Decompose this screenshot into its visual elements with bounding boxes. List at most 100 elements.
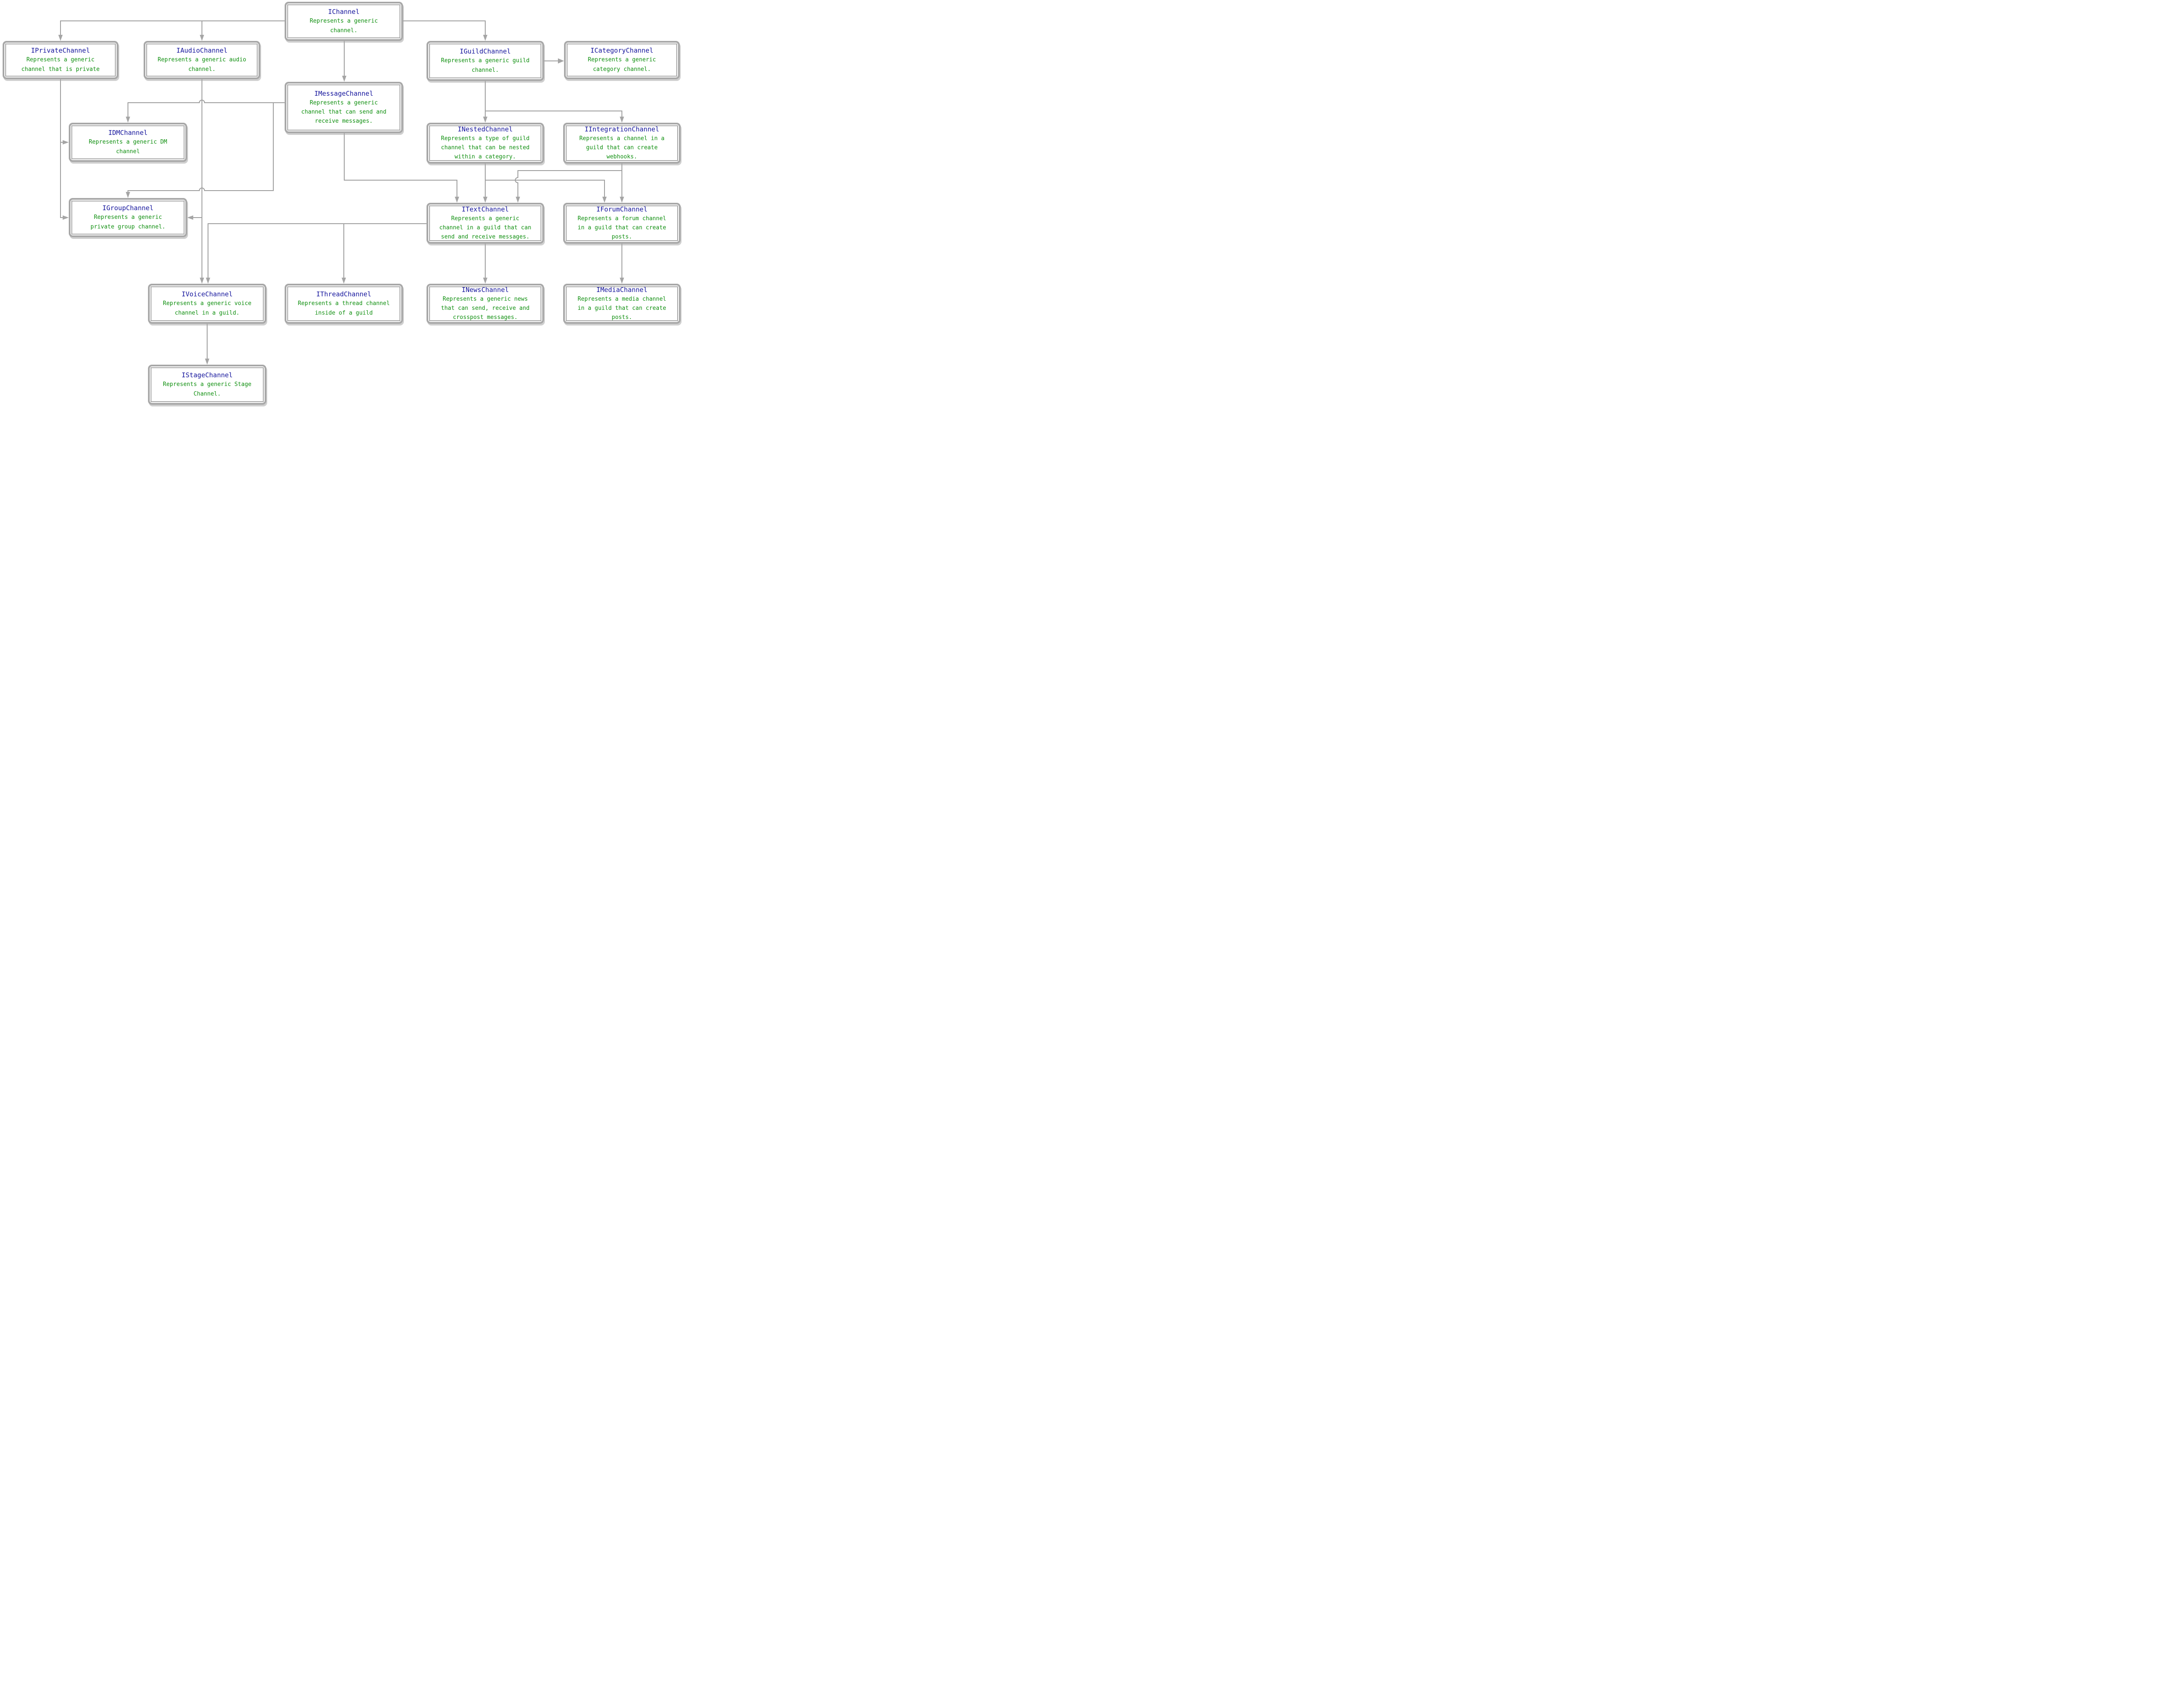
node-igroupchannel: IGroupChannel Represents a generic priva… [69, 198, 187, 237]
node-title: ICategoryChannel [590, 47, 654, 55]
node-description: Represents a generic channel in a guild … [439, 215, 531, 241]
node-description: Represents a generic channel that is pri… [21, 57, 100, 73]
node-description: Represents a generic guild channel. [441, 57, 530, 74]
arrowhead-idmchannel-left [63, 140, 69, 144]
node-title: IForumChannel [596, 205, 648, 213]
node-iforumchannel: IForumChannel Represents a forum channel… [563, 203, 681, 244]
interface-hierarchy-diagram: IChannel Represents a generic channel. I… [0, 0, 682, 406]
node-ichannel-body: IChannel Represents a generic channel. [287, 4, 400, 38]
node-title: IIntegrationChannel [584, 125, 659, 133]
node-title: INestedChannel [457, 125, 513, 133]
node-icategorychannel-body: ICategoryChannel Represents a generic ca… [567, 44, 677, 77]
node-ichannel: IChannel Represents a generic channel. [285, 2, 403, 41]
arrowhead-itextchannel-3 [516, 197, 520, 203]
arrowhead-iintegrationchannel [620, 117, 624, 123]
node-imessagechannel-body: IMessageChannel Represents a generic cha… [287, 84, 400, 131]
node-istagechannel: IStageChannel Represents a generic Stage… [148, 365, 266, 405]
node-imessagechannel: IMessageChannel Represents a generic cha… [285, 82, 403, 133]
node-ithreadchannel-body: IThreadChannel Represents a thread chann… [287, 286, 400, 321]
node-title: IStageChannel [181, 371, 233, 379]
arrowhead-iguildchannel [483, 35, 487, 41]
edge-inestedchannel-iforumchannel [485, 180, 605, 197]
node-iprivatechannel: IPrivateChannel Represents a generic cha… [3, 41, 118, 79]
node-iprivatechannel-body: IPrivateChannel Represents a generic cha… [5, 44, 116, 77]
node-description: Represents a generic private group chann… [90, 214, 166, 230]
node-idmchannel-body: IDMChannel Represents a generic DM chann… [71, 125, 185, 159]
node-istagechannel-body: IStageChannel Represents a generic Stage… [151, 367, 264, 402]
node-description: Represents a thread channel inside of a … [298, 300, 390, 316]
edge-iprivatechannel-idmchannel [60, 79, 63, 143]
edge-iprivatechannel-igroupchannel [60, 142, 63, 218]
node-description: Represents a generic news that can send,… [441, 295, 530, 321]
arrowhead-imessagechannel [342, 76, 346, 82]
edge-ichannel-iprivatechannel [60, 20, 285, 35]
arrowhead-istagechannel [205, 359, 209, 365]
node-description: Represents a channel in a guild that can… [579, 135, 665, 161]
node-inestedchannel-body: INestedChannel Represents a type of guil… [429, 125, 541, 161]
node-ivoicechannel: IVoiceChannel Represents a generic voice… [148, 284, 266, 324]
node-description: Represents a generic Stage Channel. [163, 381, 252, 397]
node-title: IAudioChannel [176, 47, 228, 55]
node-iforumchannel-body: IForumChannel Represents a forum channel… [566, 205, 678, 241]
node-ithreadchannel: IThreadChannel Represents a thread chann… [285, 284, 403, 324]
node-iguildchannel-body: IGuildChannel Represents a generic guild… [429, 44, 541, 78]
node-inewschannel-body: INewsChannel Represents a generic news t… [429, 286, 541, 321]
node-description: Represents a media channel in a guild th… [578, 295, 666, 321]
arrowhead-inewschannel [483, 278, 487, 284]
arrowhead-ivoicechannel-1 [200, 278, 204, 284]
node-description: Represents a generic channel. [309, 18, 378, 34]
node-description: Represents a generic category channel. [588, 57, 656, 73]
node-description: Represents a forum channel in a guild th… [578, 215, 666, 241]
arrowhead-igroupchannel-left [63, 215, 69, 220]
arrowhead-igroupchannel-right [187, 215, 193, 220]
node-description: Represents a generic voice channel in a … [163, 300, 252, 316]
edge-iintegrationchannel-itextchannel [515, 164, 622, 197]
node-inewschannel: INewsChannel Represents a generic news t… [426, 284, 544, 324]
arrowhead-iforumchannel-1 [602, 197, 607, 203]
node-description: Represents a generic DM channel [88, 139, 167, 155]
node-title: IMediaChannel [596, 285, 648, 294]
node-igroupchannel-body: IGroupChannel Represents a generic priva… [71, 201, 185, 235]
node-title: IDMChannel [108, 129, 148, 137]
arrowhead-igroupchannel-top [126, 192, 130, 198]
arrowhead-icategorychannel [558, 58, 564, 64]
node-imediachannel: IMediaChannel Represents a media channel… [563, 284, 681, 324]
arrowhead-iprivatechannel [58, 35, 63, 41]
node-title: IChannel [328, 8, 360, 16]
edge-ichannel-iguildchannel [403, 20, 486, 35]
node-icategorychannel: ICategoryChannel Represents a generic ca… [564, 41, 680, 79]
node-ivoicechannel-body: IVoiceChannel Represents a generic voice… [151, 286, 264, 321]
arrowhead-ithreadchannel [342, 278, 346, 284]
node-imediachannel-body: IMediaChannel Represents a media channel… [566, 286, 678, 321]
node-title: IGroupChannel [102, 204, 154, 212]
node-title: IPrivateChannel [31, 47, 90, 55]
arrowhead-imediachannel [620, 278, 624, 284]
node-title: IGuildChannel [460, 47, 511, 56]
node-iintegrationchannel-body: IIntegrationChannel Represents a channel… [566, 125, 678, 161]
node-description: Represents a generic audio channel. [158, 57, 246, 73]
edge-itextchannel-ivoicechannel [208, 223, 426, 278]
node-title: IVoiceChannel [181, 290, 233, 299]
node-inestedchannel: INestedChannel Represents a type of guil… [426, 123, 544, 164]
edge-imessagechannel-idmchannel [128, 100, 285, 117]
node-itextchannel-body: ITextChannel Represents a generic channe… [429, 205, 541, 241]
arrowhead-inestedchannel [483, 117, 487, 123]
node-iintegrationchannel: IIntegrationChannel Represents a channel… [563, 123, 681, 164]
edge-iguildchannel-iintegrationchannel [485, 111, 622, 117]
arrowhead-idmchannel-top [126, 117, 130, 123]
edge-imessagechannel-itextchannel [344, 133, 457, 197]
node-title: IMessageChannel [314, 89, 373, 97]
node-iaudiochannel: IAudioChannel Represents a generic audio… [144, 41, 260, 79]
arrowhead-iforumchannel-2 [620, 197, 624, 203]
node-itextchannel: ITextChannel Represents a generic channe… [426, 203, 544, 244]
node-description: Represents a generic channel that can se… [301, 99, 386, 125]
arrowhead-itextchannel-1 [455, 197, 459, 203]
arrowhead-iaudiochannel [200, 35, 204, 41]
node-iguildchannel: IGuildChannel Represents a generic guild… [426, 41, 544, 81]
node-description: Represents a type of guild channel that … [441, 135, 530, 161]
node-idmchannel: IDMChannel Represents a generic DM chann… [69, 123, 187, 162]
node-title: ITextChannel [461, 205, 509, 213]
arrowhead-itextchannel-2 [483, 197, 487, 203]
node-iaudiochannel-body: IAudioChannel Represents a generic audio… [146, 44, 258, 77]
node-title: IThreadChannel [316, 290, 372, 299]
